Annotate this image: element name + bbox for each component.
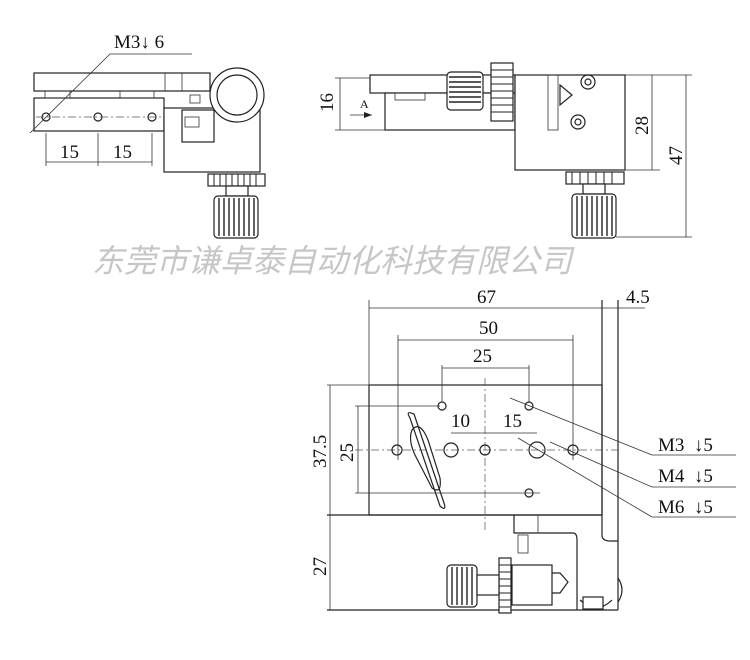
view-arrow-icon — [364, 112, 372, 118]
side-view: M3↓ 6 15 15 — [29, 32, 266, 239]
knurled-knob — [213, 195, 259, 239]
callout-m6: M6 ↓5 — [658, 497, 713, 518]
holes — [355, 401, 579, 498]
hole-spacing-2: 15 — [113, 142, 132, 163]
lower-block — [33, 97, 165, 132]
top-view: 67 4.5 50 25 10 15 37.5 25 27 M3 ↓5 M4 ↓… — [310, 287, 736, 614]
spacing-25-horizontal: 25 — [473, 346, 492, 367]
spacing-10: 10 — [451, 411, 470, 432]
spacing-50: 50 — [479, 318, 498, 339]
thread-callouts: M3 ↓5 M4 ↓5 M6 ↓5 — [509, 397, 736, 518]
width-67: 67 — [477, 287, 496, 308]
view-arrow-label: A — [360, 97, 369, 111]
spacing-25-vertical: 25 — [337, 443, 358, 462]
callout-m3: M3 ↓5 — [658, 435, 713, 456]
top-plate — [33, 72, 211, 92]
front-block — [514, 74, 626, 171]
angled-slot — [407, 412, 446, 509]
spacing-15: 15 — [503, 411, 522, 432]
mounting-holes — [36, 112, 162, 122]
height-47: 47 — [666, 146, 687, 165]
front-view: 16 A 28 47 — [317, 62, 692, 239]
watermark: 东莞市谦卓泰自动化科技有限公司 — [92, 242, 575, 280]
hole-spacing-1: 15 — [60, 142, 79, 163]
height-16: 16 — [317, 93, 338, 112]
thread-callout: M3↓ 6 — [114, 32, 164, 53]
height-37-5: 37.5 — [310, 435, 331, 468]
height-28: 28 — [632, 116, 653, 135]
round-knob — [209, 67, 265, 123]
callout-m4: M4 ↓5 — [658, 466, 713, 487]
offset-4-5: 4.5 — [626, 287, 650, 308]
height-27: 27 — [310, 557, 331, 576]
